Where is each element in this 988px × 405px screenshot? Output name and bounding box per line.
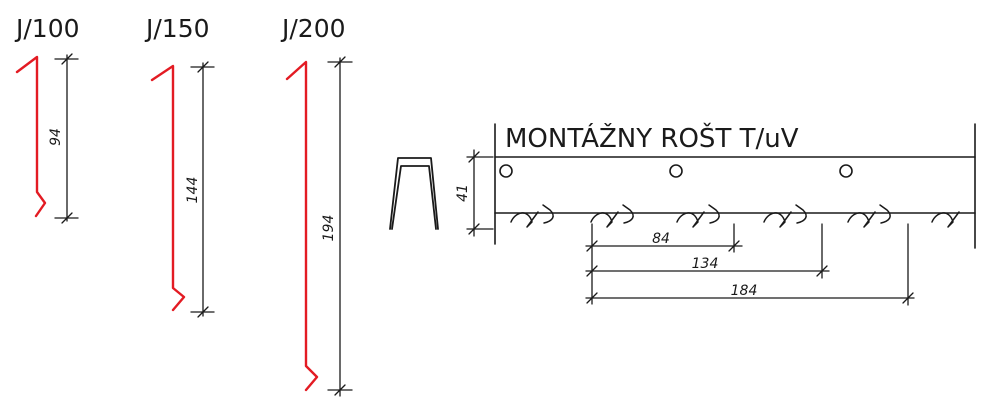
profile-label-j100: J/100 bbox=[16, 14, 80, 43]
spacing-dimension-84 bbox=[585, 223, 743, 305]
rail-hole-1 bbox=[499, 164, 513, 178]
dimension-text-84: 84 bbox=[652, 231, 670, 247]
dimension-text-j150: 144 bbox=[185, 177, 201, 204]
dimension-text-184: 184 bbox=[731, 283, 758, 299]
profile-label-j150: J/150 bbox=[146, 14, 210, 43]
rail-slots bbox=[510, 204, 960, 228]
dimension-text-j200: 194 bbox=[321, 215, 337, 242]
profile-j100-shape bbox=[15, 55, 47, 218]
dimension-line-j100 bbox=[54, 53, 79, 224]
dimension-text-rail-height: 41 bbox=[455, 184, 471, 202]
profile-label-j200: J/200 bbox=[282, 14, 346, 43]
spacing-dimension-184 bbox=[585, 223, 915, 306]
rail-side-view bbox=[494, 123, 976, 249]
dimension-line-j150 bbox=[190, 61, 215, 318]
dimension-text-134: 134 bbox=[692, 256, 719, 272]
rail-hole-2 bbox=[669, 164, 683, 178]
dimension-line-j200 bbox=[327, 56, 353, 397]
rail-cross-section bbox=[389, 157, 439, 230]
profile-j150-shape bbox=[150, 64, 186, 312]
rail-title: MONTÁŽNY ROŠT T/uV bbox=[505, 124, 799, 154]
rail-hole-3 bbox=[839, 164, 853, 178]
dimension-text-j100: 94 bbox=[48, 128, 64, 146]
rail-height-dimension bbox=[466, 149, 494, 237]
profile-j200-shape bbox=[285, 60, 319, 392]
spacing-dimension-134 bbox=[585, 223, 830, 279]
